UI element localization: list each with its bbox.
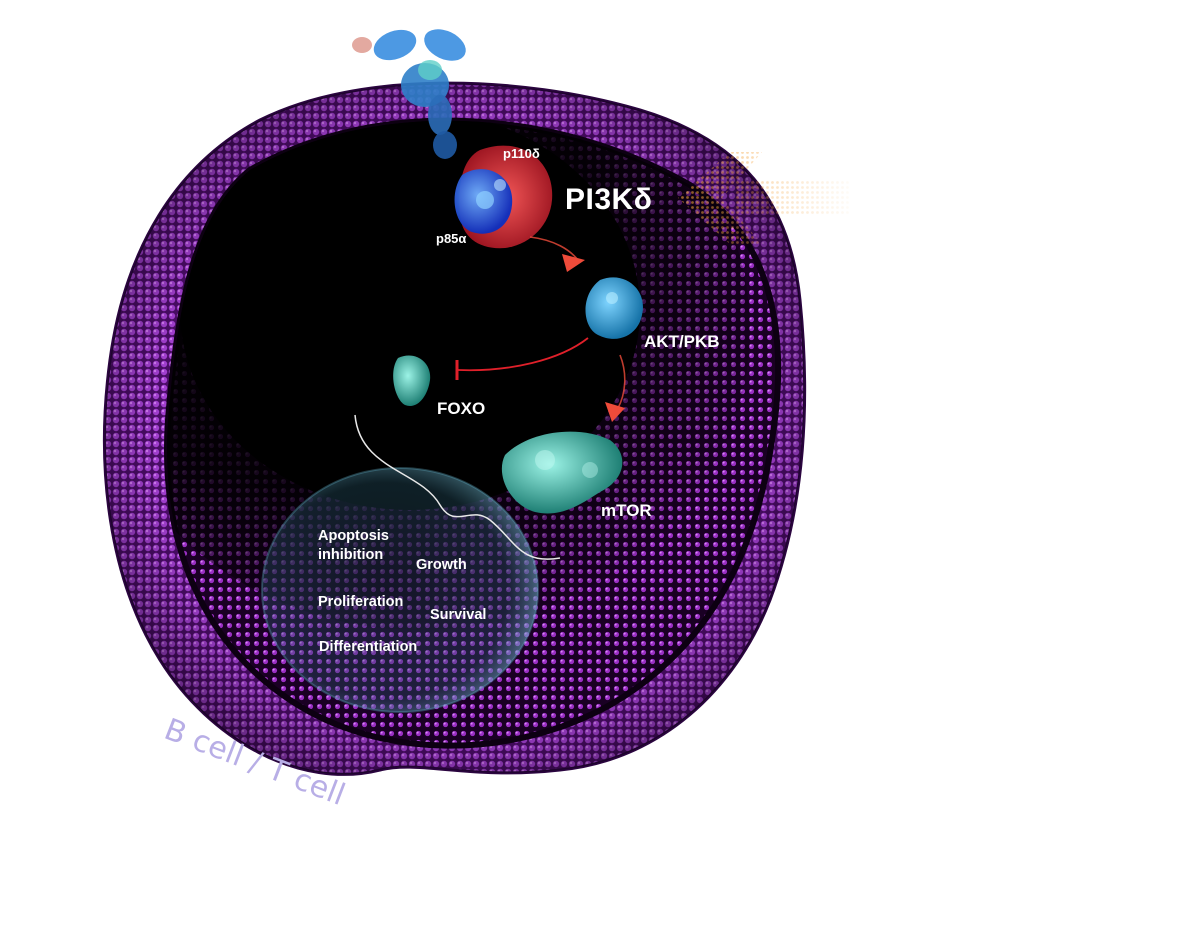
outcome-growth: Growth xyxy=(416,557,467,573)
activation-arrow-pi3k-akt xyxy=(529,236,585,272)
outcome-differentiation: Differentiation xyxy=(319,639,418,655)
pi3k-complex xyxy=(454,145,553,249)
mtor-protein xyxy=(501,431,623,514)
label-p110d: p110δ xyxy=(503,146,540,161)
outcome-apoptosis-line1: Apoptosis xyxy=(318,528,389,544)
outcome-survival: Survival xyxy=(430,607,487,623)
akt-protein xyxy=(585,277,643,339)
label-mtor: mTOR xyxy=(601,501,652,520)
label-pi3kd: PI3Kδ xyxy=(565,183,653,216)
inhibition-arrow-akt-foxo xyxy=(455,337,589,380)
activation-arrow-akt-mtor xyxy=(605,354,626,422)
foxo-protein xyxy=(393,355,431,406)
antibody-receptor-icon xyxy=(352,29,466,159)
outcome-apoptosis-line2: inhibition xyxy=(318,547,384,563)
nucleus xyxy=(261,467,539,713)
label-akt: AKT/PKB xyxy=(644,332,720,351)
outcome-brace xyxy=(354,414,561,560)
label-foxo: FOXO xyxy=(437,399,486,418)
signal-arrow-icon xyxy=(678,152,850,244)
outcome-proliferation: Proliferation xyxy=(318,594,404,610)
label-p85a: p85α xyxy=(436,231,467,246)
